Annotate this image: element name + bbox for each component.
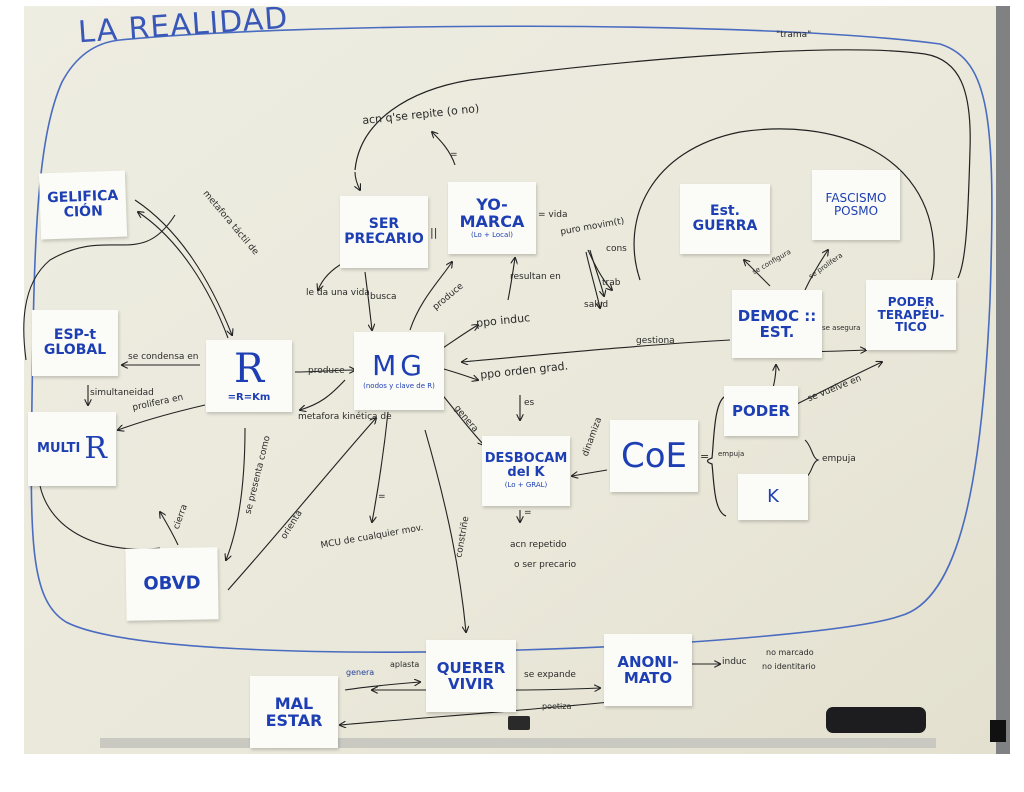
board-magnet (508, 716, 530, 730)
note-yo-marca[interactable]: YO- MARCA (Lo + Local) (448, 182, 536, 254)
note-multi-r[interactable]: MULTI R (28, 412, 116, 486)
annotation-resultan-en: resultan en (510, 272, 561, 282)
annotation-equals: = (450, 150, 458, 160)
annotation-se-expande: se expande (524, 670, 576, 680)
note-text: PODER (732, 401, 790, 420)
note-ser-precario[interactable]: SER PRECARIO (340, 196, 428, 268)
eraser[interactable] (826, 707, 926, 733)
marker-tray (100, 738, 936, 748)
annotation-vida: = vida (538, 210, 568, 220)
note-poder-terapeutico[interactable]: PODER TERAPÉU- TICO (866, 280, 956, 350)
trama-loop (354, 49, 971, 279)
note-subtext: (nodos y clave de R) (363, 382, 435, 391)
note-text: PODER TERAPÉU- TICO (877, 294, 945, 335)
annotation-genera-mal: genera (346, 668, 375, 677)
annotation-metafora-kinetica: metafora kinética de (298, 412, 392, 422)
brace-right (804, 439, 820, 479)
note-text: GELIFICA CIÓN (46, 187, 119, 221)
brace-left (706, 395, 727, 517)
annotation-equals-coe: = (700, 450, 710, 463)
note-text: K (767, 486, 779, 508)
note-text: DESBOCAM del K (484, 451, 568, 481)
note-text: ANONI- MATO (617, 652, 679, 687)
annotation-empuja-left: empuja (718, 450, 745, 458)
annotation-aplasta: aplasta (390, 660, 420, 669)
note-text: YO- MARCA (459, 194, 525, 232)
note-anonimato[interactable]: ANONI- MATO (604, 634, 692, 706)
note-poder[interactable]: PODER (724, 386, 798, 436)
note-gelificacion[interactable]: GELIFICA CIÓN (38, 170, 128, 240)
annotation-induc-anon: induc (722, 657, 747, 667)
note-text: ESP-t GLOBAL (43, 326, 107, 358)
annotation-le-da-una-vida: le da una vida (306, 288, 370, 298)
note-coe[interactable]: CoE (610, 420, 698, 492)
state-circle (633, 128, 935, 317)
note-querer-vivir[interactable]: QUERER VIVIR (426, 640, 516, 712)
note-est-guerra[interactable]: Est. GUERRA (680, 184, 770, 254)
r-formula: =R=Km (227, 392, 271, 404)
note-fascismo-posmo[interactable]: FASCISMO POSMO (812, 170, 900, 240)
annotation-parallel: || (430, 226, 438, 239)
annotation-no-marcado: no marcado (766, 648, 814, 657)
note-text: Est. GUERRA (692, 202, 758, 234)
note-esp-t-global[interactable]: ESP-t GLOBAL (32, 310, 118, 376)
note-text: CoE (620, 435, 688, 476)
annotation-cons: cons (606, 244, 627, 254)
annotation-trama: "trama" (776, 30, 812, 40)
annotation-equals-mid: = (378, 492, 386, 502)
note-democ[interactable]: DEMOC :: EST. (732, 290, 822, 358)
note-k[interactable]: K (738, 474, 808, 520)
annotation-no-identitario: no identitario (762, 662, 816, 671)
note-text: MG (372, 349, 426, 383)
annotation-se-condensa: se condensa en (128, 352, 199, 362)
note-text: QUERER VIVIR (436, 658, 506, 693)
note-text: OBVD (143, 572, 201, 595)
note-text: FASCISMO POSMO (825, 191, 887, 218)
annotation-equals-desb: = (524, 508, 532, 518)
r-glyph: R (233, 346, 265, 392)
annotation-empuja-right: empuja (822, 454, 856, 464)
note-mg[interactable]: MG (nodos y clave de R) (354, 332, 444, 410)
annotation-simultaneidad: simultaneidad (90, 388, 154, 398)
annotation-se-asegura: se asegura (822, 324, 861, 332)
annotation-busca: busca (370, 292, 397, 302)
note-text: SER PRECARIO (344, 215, 424, 247)
annotation-gestiona: gestiona (636, 336, 675, 346)
note-text: DEMOC :: EST. (737, 306, 817, 341)
board-right-frame (996, 6, 1010, 754)
annotation-poetiza: poetiza (542, 702, 572, 711)
note-desbocam[interactable]: DESBOCAM del K (Lo + GRAL) (482, 436, 570, 506)
r-glyph: R (84, 430, 107, 466)
note-text: MULTI (37, 440, 81, 456)
annotation-es: es (524, 398, 535, 408)
note-text: MAL ESTAR (265, 693, 323, 730)
note-obvd[interactable]: OBVD (125, 547, 219, 621)
note-subtext: (Lo + Local) (471, 231, 513, 240)
note-subtext: (Lo + GRAL) (504, 481, 548, 490)
note-mal-estar[interactable]: MAL ESTAR (250, 676, 338, 748)
annotation-o-ser-precario: o ser precario (514, 560, 577, 570)
annotation-produce-r: produce (308, 366, 345, 376)
note-r[interactable]: R =R=Km (206, 340, 292, 412)
annotation-salud: salud (584, 300, 609, 310)
annotation-acn-repetido: acn repetido (510, 540, 567, 550)
annotation-trab: trab (602, 278, 621, 288)
